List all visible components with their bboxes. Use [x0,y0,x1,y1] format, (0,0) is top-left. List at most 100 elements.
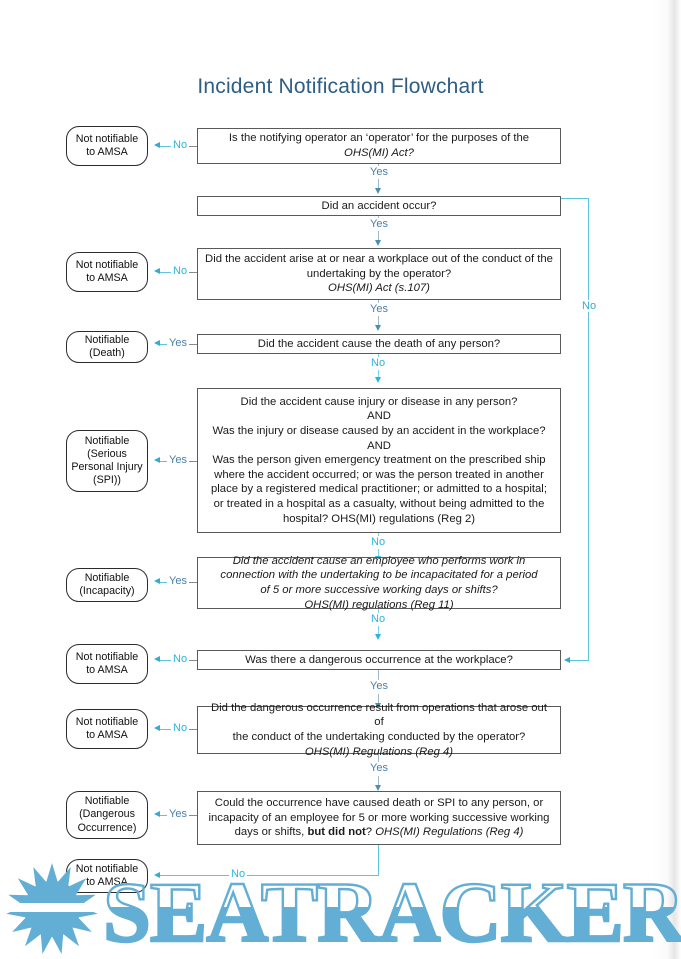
decision-line: undertaking by the operator? [306,267,452,280]
terminator-line: (Serious [87,447,127,460]
terminator-line: (Incapacity) [79,585,135,597]
connector-line [378,776,379,786]
decision-line: Did the accident arise at or near a work… [205,253,553,266]
terminator-line: Not notifiable [75,258,139,271]
edge-label-yes: Yes [368,166,390,178]
connector-line [378,754,379,767]
decision-box-d2: Did an accident occur? [197,196,561,216]
edge-label-yes: Yes [167,808,189,820]
terminator-line: Notifiable [84,795,130,808]
arrow-left-icon [154,656,160,662]
decision-line: incapacity of an employee for 5 or more … [208,811,550,824]
edge-label-no: No [171,722,190,734]
terminator-line: Not notifiable [75,650,139,663]
decision-text: ? [365,826,376,839]
edge-label-yes: Yes [368,762,390,774]
connector-line [160,145,172,147]
decision-box-d5: Did the accident cause injury or disease… [197,388,561,533]
decision-line: OHS(MI) Act? [344,147,414,159]
connector-line [189,814,197,816]
connector-line [378,845,379,875]
connector-line [189,271,197,273]
connector-line [378,549,379,557]
connector-line [160,659,172,661]
edge-label-no: No [171,653,190,665]
edge-label-no-right: No [580,300,599,312]
edge-label-no: No [229,868,248,880]
connector-line-no-right [570,660,589,661]
connector-line [189,343,197,345]
connector-line [378,626,379,635]
arrow-left-icon [564,656,570,663]
terminator-notifiable-death: Notifiable (Death) [66,331,148,363]
decision-box-d4: Did the accident cause the death of any … [197,334,561,354]
decision-line: AND [367,410,391,423]
arrow-down-icon [375,188,381,194]
arrow-left-icon [154,268,160,274]
decision-line: OHS(MI) Regulations (Reg 4) [304,745,454,758]
edge-label-no: No [171,139,190,151]
decision-line: Did the accident cause an employee who p… [232,554,526,567]
connector-line [160,271,172,273]
decision-line: connection with the undertaking to be in… [220,569,538,582]
connector-line [160,728,172,730]
connector-line [378,694,379,704]
decision-line: Did the accident cause injury or disease… [240,395,518,408]
connector-line [189,581,197,583]
terminator-line: Notifiable [84,434,130,447]
decision-text: days or shifts, [234,826,308,839]
decision-line: place by a registered medical practition… [211,483,547,496]
connector-line [160,343,168,345]
edge-label-yes: Yes [167,454,189,466]
edge-label-no: No [369,613,388,625]
decision-line: Did the accident cause the death of any … [257,337,501,350]
arrow-down-icon [375,785,381,791]
edge-label-no: No [171,265,190,277]
terminator-line: Personal Injury [71,461,143,473]
terminator-line: Not notifiable [75,715,139,728]
connector-line [378,670,379,683]
terminator-line: Notifiable [84,333,130,346]
edge-label-yes: Yes [368,218,390,230]
connector-line [378,316,379,326]
arrow-left-icon [154,578,160,584]
connector-line [160,460,168,462]
terminator-line: Not notifiable [75,862,139,875]
decision-line: Was the person given emergency treatment… [212,454,546,467]
edge-label-no: No [369,536,388,548]
terminator-line: to AMSA [86,729,128,741]
terminator-line: Occurrence) [77,821,137,834]
decision-box-d7: Did the dangerous occurrence result from… [197,702,561,758]
connector-line [189,728,197,730]
arrow-left-icon [154,811,160,817]
edge-label-yes: Yes [368,680,390,692]
terminator-notifiable-incapacity: Notifiable (Incapacity) [66,568,148,602]
decision-line: hospital? OHS(MI) regulations (Reg 2) [282,512,476,525]
arrow-down-icon [375,240,381,246]
decision-box-d3: Did the accident arise at or near a work… [197,248,561,300]
decision-line: Did an accident occur? [321,199,437,212]
decision-line: Was the injury or disease caused by an a… [212,425,546,438]
decision-line: of 5 or more successive working days or … [260,584,498,596]
arrow-left-icon [154,871,160,878]
connector-line [189,145,197,147]
arrow-left-icon [154,142,160,148]
terminator-line: Not notifiable [75,132,139,145]
decision-line: OHS(MI) Act (s.107) [328,282,430,295]
decision-line: Could the occurrence have caused death o… [214,797,544,810]
decision-line: AND [367,439,391,452]
terminator-line: to AMSA [86,272,128,284]
connector-line [378,370,379,378]
connector-line [378,179,379,189]
terminator-notifiable-spi: Notifiable (Serious Personal Injury (SPI… [66,430,148,492]
connector-line-no-right [588,198,589,660]
terminator-line: to AMSA [86,664,128,676]
decision-line: the conduct of the undertaking conducted… [232,731,526,743]
terminator-not-notifiable-5: Not notifiable to AMSA [66,859,148,893]
connector-line [189,460,197,462]
decision-line: Is the notifying operator an ‘operator’ … [228,132,530,145]
connector-line [160,581,168,583]
connector-line [378,231,379,241]
terminator-line: (SPI)) [93,474,121,487]
terminator-line: to AMSA [86,146,128,158]
